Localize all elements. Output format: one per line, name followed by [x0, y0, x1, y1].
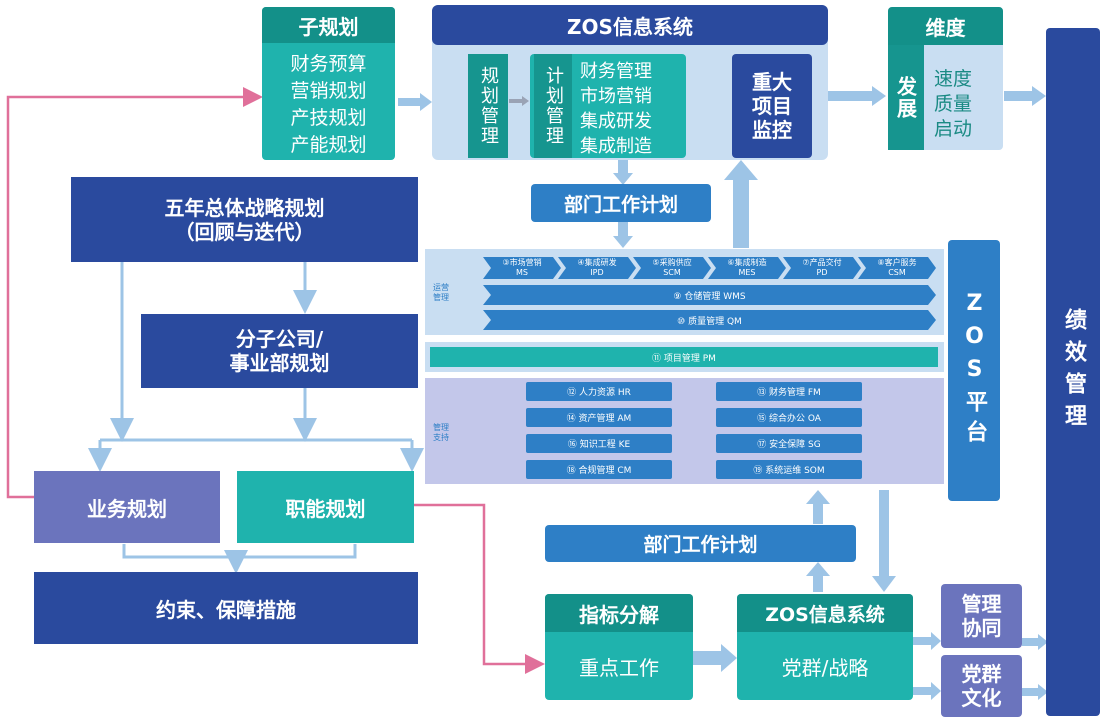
ops-label: 运营 管理: [433, 283, 449, 302]
dimension-title: 维度: [888, 7, 1003, 45]
pm-bar: ⑪ 项目管理 PM: [430, 347, 938, 367]
plan-mgmt-box: 规划管理: [468, 54, 508, 158]
zos-bottom-body: 党群/战略: [781, 655, 869, 680]
support-item: ⑮ 综合办公 OA: [716, 408, 862, 427]
function-plan: 职能规划: [237, 471, 414, 543]
arrow-zos-to-dimension: [828, 86, 886, 106]
wms-bar: ⑨ 仓储管理 WMS: [483, 285, 936, 305]
support-item: ⑱ 合规管理 CM: [526, 460, 672, 479]
arrow-deptplan-down: [613, 222, 633, 248]
calc-item: 市场营销: [580, 86, 652, 107]
zos-top-title: ZOS信息系统: [432, 5, 828, 45]
five-year-plan: 五年总体战略规划 （回顾与迭代）: [71, 177, 418, 262]
subsidiary-plan: 分子公司/ 事业部规划: [141, 314, 418, 388]
qm-bar: ⑩ 质量管理 QM: [483, 310, 936, 330]
arrow-platform-down: [872, 490, 896, 592]
support-band: 管理 支持: [425, 378, 944, 484]
dimension-item: 质量: [934, 93, 973, 115]
sub-plan-item: 产技规划: [290, 107, 367, 129]
zos-bottom-title: ZOS信息系统: [737, 594, 913, 632]
zos-top-panel: ZOS信息系统 规划管理 计划管理 财务管理 市场营销 集成研发 集成制造 重大…: [432, 5, 828, 160]
arrow-to-culture: [913, 682, 941, 700]
arrow-zos-bottom-up: [806, 562, 830, 592]
index-panel: 指标分解 重点工作: [545, 594, 693, 700]
support-item: ⑬ 财务管理 FM: [716, 382, 862, 401]
arrow-subplan-to-zos: [398, 93, 432, 111]
arrow-platform-up: [724, 160, 758, 248]
mgmt-coop: 管理 协同: [941, 584, 1022, 648]
dimension-item: 启动: [934, 118, 973, 140]
sub-plan-title: 子规划: [262, 7, 395, 43]
constraint-measures: 约束、保障措施: [34, 572, 418, 644]
calc-item: 集成研发: [580, 111, 652, 132]
dept-plan-bottom: 部门工作计划: [545, 525, 856, 562]
arrow-coop-to-performance: [1022, 634, 1048, 650]
support-item: ⑲ 系统运维 SOM: [716, 460, 862, 479]
business-plan: 业务规划: [34, 471, 220, 543]
zos-platform: ZOS平台: [948, 240, 1000, 501]
ops-chevron: ③市场营销 MS: [483, 257, 561, 279]
calc-item: 集成制造: [580, 136, 652, 157]
index-body: 重点工作: [579, 655, 659, 680]
support-item: ⑭ 资产管理 AM: [526, 408, 672, 427]
ops-chevron: ⑧客户服务 CSM: [858, 257, 936, 279]
ops-chevron: ⑦产品交付 PD: [783, 257, 861, 279]
sub-plan-panel: 子规划 财务预算 营销规划 产技规划 产能规划: [262, 7, 395, 160]
major-project-box: 重大 项目 监控: [732, 54, 812, 158]
ops-chevron: ⑥集成制造 MES: [708, 257, 786, 279]
zos-bottom-panel: ZOS信息系统 党群/战略: [737, 594, 913, 700]
arrow-dimension-to-performance: [1004, 86, 1046, 106]
ops-chevron: ④集成研发 IPD: [558, 257, 636, 279]
index-title: 指标分解: [545, 594, 693, 632]
sub-plan-item: 产能规划: [290, 134, 367, 156]
develop-box: 发展: [888, 45, 924, 150]
arrow-to-coop: [913, 632, 941, 650]
party-culture: 党群 文化: [941, 655, 1022, 717]
arrow-zos-down: [613, 159, 633, 185]
arrow-plan-to-calc: [509, 96, 529, 106]
dimension-panel: 维度 发展 速度 质量 启动: [888, 7, 1003, 150]
arrow-culture-to-performance: [1022, 684, 1048, 700]
dimension-item: 速度: [934, 68, 973, 90]
arrow-index-to-zos: [693, 644, 737, 672]
ops-chevron: ⑤采购供应 SCM: [633, 257, 711, 279]
arrow-deptplan-bottom-up: [806, 490, 830, 524]
calc-mgmt-panel: 计划管理 财务管理 市场营销 集成研发 集成制造: [530, 54, 686, 158]
dept-plan-top: 部门工作计划: [531, 184, 711, 222]
support-item: ⑰ 安全保障 SG: [716, 434, 862, 453]
support-item: ⑫ 人力资源 HR: [526, 382, 672, 401]
calc-mgmt-box: 计划管理: [534, 54, 572, 158]
support-item: ⑯ 知识工程 KE: [526, 434, 672, 453]
sub-plan-item: 财务预算: [290, 53, 367, 75]
sub-plan-item: 营销规划: [290, 80, 367, 102]
support-label: 管理 支持: [433, 423, 449, 442]
calc-item: 财务管理: [580, 61, 652, 82]
performance-mgmt: 绩效管理: [1046, 28, 1100, 716]
